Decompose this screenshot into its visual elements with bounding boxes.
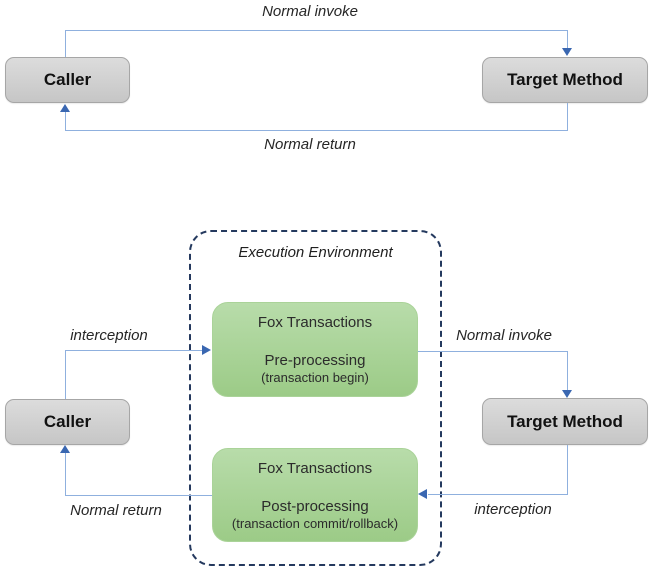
target-method-box-top-label: Target Method	[507, 70, 623, 89]
post-processing-box-subtitle: Post-processing	[261, 497, 369, 515]
top-normal-return-label: Normal return	[264, 136, 356, 153]
caller-box-bottom: Caller	[5, 399, 130, 445]
pre-processing-box-note: (transaction begin)	[261, 370, 369, 385]
top-normal-invoke-label: Normal invoke	[262, 3, 358, 20]
top-return-connector-across	[65, 130, 568, 131]
top-return-connector-down	[567, 103, 568, 130]
bottom-invoke-arrowhead-icon	[562, 390, 572, 398]
target-method-box-bottom-label: Target Method	[507, 411, 623, 431]
interception-left-label: interception	[70, 327, 148, 344]
post-processing-box-title: Fox Transactions	[257, 459, 373, 477]
caller-box-top: Caller	[5, 57, 130, 103]
interception-left-connector-up	[65, 350, 66, 399]
interception-left-arrowhead-icon	[202, 345, 211, 355]
execution-environment-container: Execution Environment	[189, 230, 442, 566]
top-invoke-connector-down	[567, 30, 568, 49]
top-return-connector-up	[65, 112, 66, 130]
top-invoke-connector-across	[65, 30, 568, 31]
post-processing-box-note: (transaction commit/rollback)	[231, 515, 399, 531]
interception-right-connector-down	[567, 445, 568, 494]
bottom-return-arrowhead-icon	[60, 445, 70, 453]
bottom-return-connector-up	[65, 453, 66, 495]
top-invoke-connector-up	[65, 30, 66, 57]
interception-right-label: interception	[474, 501, 552, 518]
interception-right-arrowhead-icon	[418, 489, 427, 499]
bottom-invoke-connector-down	[567, 351, 568, 390]
interception-right-connector-across	[428, 494, 568, 495]
pre-processing-box-title: Fox Transactions	[257, 314, 373, 331]
bottom-return-connector-across	[65, 495, 212, 496]
pre-processing-box: Fox Transactions Pre-processing (transac…	[212, 302, 418, 397]
execution-environment-title: Execution Environment	[238, 244, 393, 261]
interception-left-connector-across	[65, 350, 202, 351]
target-method-box-bottom: Target Method	[482, 398, 648, 445]
caller-box-top-label: Caller	[43, 70, 92, 89]
pre-processing-box-subtitle: Pre-processing	[264, 352, 366, 369]
bottom-normal-return-label: Normal return	[70, 502, 162, 519]
target-method-box-top: Target Method	[482, 57, 648, 103]
top-return-arrowhead-icon	[60, 104, 70, 112]
bottom-normal-invoke-label: Normal invoke	[456, 327, 552, 344]
top-invoke-arrowhead-icon	[562, 48, 572, 56]
post-processing-box: Fox Transactions Post-processing (transa…	[212, 448, 418, 542]
bottom-invoke-connector-across	[418, 351, 568, 352]
caller-box-bottom-label: Caller	[43, 412, 92, 431]
